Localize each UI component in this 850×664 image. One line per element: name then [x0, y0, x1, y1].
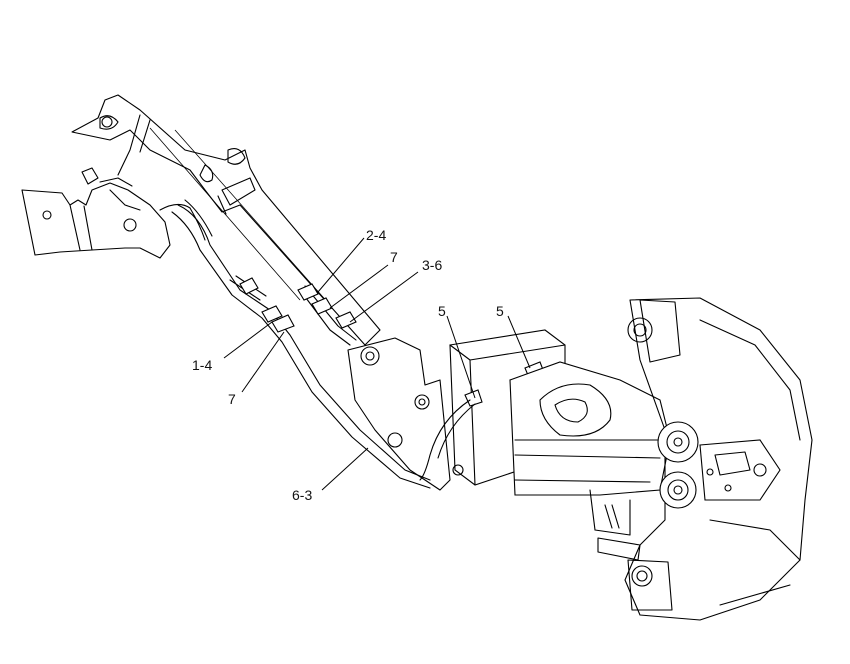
callout-2-4: 2-4: [366, 227, 386, 243]
hose-lines: [171, 199, 431, 489]
callout-7-top: 7: [390, 249, 398, 265]
rotating-head: [624, 297, 813, 621]
callout-7-bottom: 7: [228, 391, 236, 407]
callout-1-4: 1-4: [192, 357, 212, 373]
upper-arm: [71, 94, 381, 346]
callout-3-6: 3-6: [422, 257, 442, 273]
rotator-housing: [509, 361, 671, 561]
left-linkage: [21, 167, 206, 259]
callout-5-left: 5: [438, 303, 446, 319]
callout-5-right: 5: [496, 303, 504, 319]
callout-6-3: 6-3: [292, 487, 312, 503]
mount-plate: [347, 337, 451, 491]
leader-lines: [223, 237, 531, 491]
